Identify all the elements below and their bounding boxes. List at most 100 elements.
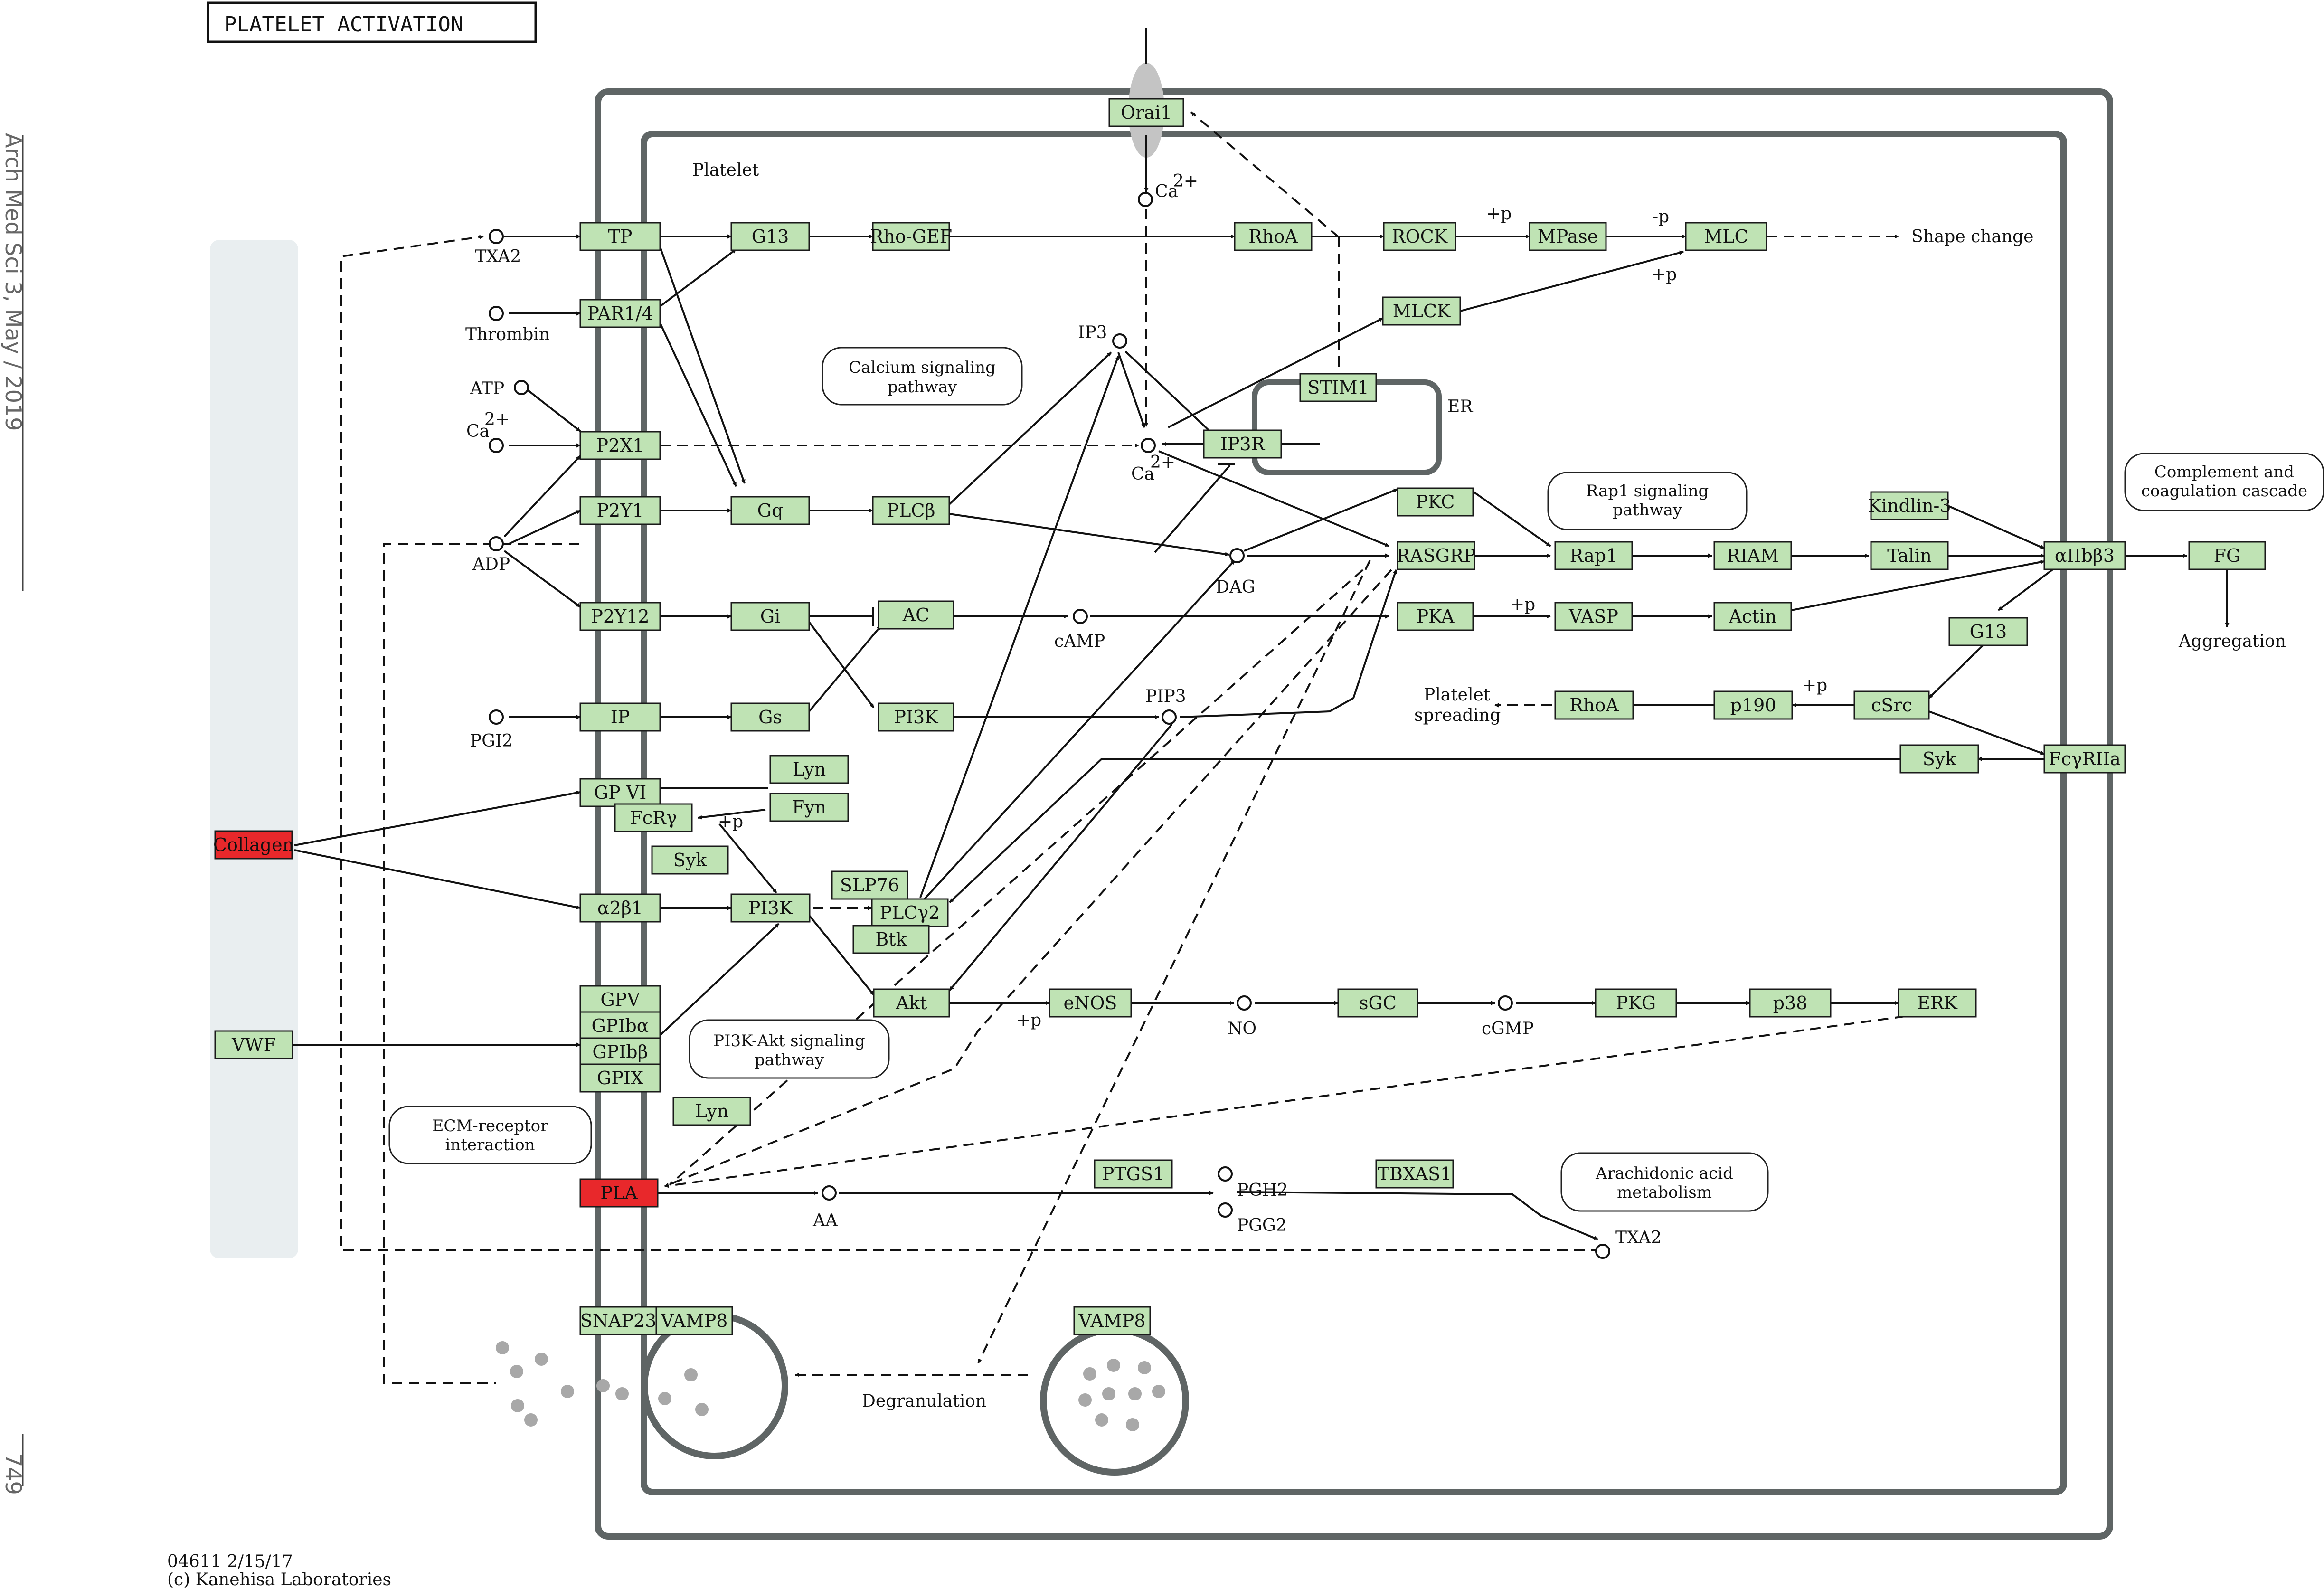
gene-akt[interactable]: Akt	[873, 988, 950, 1018]
gene-label-gs: Gs	[758, 707, 782, 728]
gene-par14[interactable]: PAR1/4	[579, 299, 661, 328]
gene-label-rock: ROCK	[1392, 226, 1448, 247]
gene-pi3k[interactable]: PI3K	[878, 702, 954, 732]
txa2-bottom-label: TXA2	[1615, 1228, 1662, 1248]
side-journal-text: Arch Med Sci 3, May / 2019	[0, 133, 26, 431]
gene-g13b[interactable]: G13	[1948, 617, 2028, 646]
gene-collagen[interactable]: Collagen	[213, 830, 294, 860]
gene-gi[interactable]: Gi	[730, 602, 810, 631]
gene-p2y1[interactable]: P2Y1	[579, 496, 661, 525]
gene-tp[interactable]: TP	[579, 222, 661, 251]
gene-riam[interactable]: RIAM	[1713, 541, 1792, 570]
gene-kindlin3[interactable]: Kindlin-3	[1868, 491, 1951, 520]
gene-talin[interactable]: Talin	[1870, 541, 1949, 570]
gene-pkc[interactable]: PKC	[1397, 487, 1474, 517]
labels: Platelet ER TXA2 Thrombin ATP Ca 2+ ADP …	[465, 161, 2286, 1411]
gene-rock[interactable]: ROCK	[1383, 222, 1456, 251]
gene-label-akt: Akt	[896, 993, 927, 1013]
gene-p38[interactable]: p38	[1749, 988, 1832, 1018]
gene-rhogef[interactable]: Rho-GEF	[870, 222, 952, 251]
shape-change-label: Shape change	[1911, 227, 2033, 246]
gene-gpix[interactable]: GPIX	[579, 1063, 661, 1093]
gene-plcy2[interactable]: PLCγ2	[871, 898, 949, 927]
gene-stim1[interactable]: STIM1	[1299, 373, 1377, 402]
gene-pla[interactable]: PLA	[579, 1178, 659, 1208]
gene-pkg[interactable]: PKG	[1595, 988, 1677, 1018]
gene-gpvi[interactable]: GP VI	[579, 778, 661, 807]
gene-ac[interactable]: AC	[878, 600, 954, 630]
gene-p190[interactable]: p190	[1713, 690, 1793, 720]
map-ecm-receptor[interactable]: ECM-receptor interaction	[388, 1106, 592, 1164]
no-label: NO	[1228, 1019, 1256, 1039]
svg-text:metabolism: metabolism	[1617, 1183, 1712, 1202]
gene-vamp8[interactable]: VAMP8	[655, 1306, 733, 1335]
gene-p2x1[interactable]: P2X1	[579, 431, 661, 460]
gene-label-plcy2: PLCγ2	[880, 902, 940, 923]
gene-gp1ba[interactable]: GPIbα	[579, 1011, 661, 1040]
gene-erk[interactable]: ERK	[1898, 988, 1977, 1018]
gene-sgc[interactable]: sGC	[1337, 988, 1418, 1018]
map-calcium-signaling[interactable]: Calcium signaling pathway	[822, 347, 1023, 406]
gene-aiib3[interactable]: αIIbβ3	[2043, 541, 2126, 570]
gene-lyn2[interactable]: Lyn	[672, 1097, 751, 1126]
gene-pi3k2[interactable]: PI3K	[730, 893, 811, 923]
gene-enos[interactable]: eNOS	[1049, 988, 1132, 1018]
gene-btk[interactable]: Btk	[852, 925, 930, 954]
gene-vasp[interactable]: VASP	[1554, 602, 1633, 631]
gene-snap23[interactable]: SNAP23	[579, 1306, 657, 1335]
gene-label-rhogef: Rho-GEF	[870, 226, 952, 247]
map-arachidonic-acid[interactable]: Arachidonic acid metabolism	[1560, 1152, 1769, 1212]
gene-label-sgc: sGC	[1359, 993, 1397, 1013]
gene-a2b1[interactable]: α2β1	[579, 893, 661, 923]
plus-p-vasp: +p	[1510, 595, 1535, 615]
gene-gp1bb[interactable]: GPIbβ	[579, 1037, 661, 1067]
gene-fg[interactable]: FG	[2188, 541, 2266, 570]
gene-ip3r[interactable]: IP3R	[1203, 429, 1282, 459]
svg-text:Rap1 signaling: Rap1 signaling	[1586, 482, 1709, 501]
gene-mpase[interactable]: MPase	[1529, 222, 1607, 251]
gene-fyn[interactable]: Fyn	[769, 793, 849, 822]
gene-vamp8b[interactable]: VAMP8	[1073, 1306, 1151, 1335]
pip3-label: PIP3	[1145, 687, 1186, 706]
gene-fcgr2a[interactable]: FcγRIIa	[2043, 744, 2126, 774]
map-rap1-signaling[interactable]: Rap1 signaling pathway	[1547, 472, 1748, 530]
gene-tbxas1[interactable]: TBXAS1	[1375, 1159, 1454, 1189]
gene-ip[interactable]: IP	[579, 702, 661, 732]
map-pi3k-akt-signaling[interactable]: PI3K-Akt signaling pathway	[689, 1019, 890, 1079]
aa-label: AA	[812, 1211, 838, 1230]
gene-syk2[interactable]: Syk	[651, 845, 729, 875]
released-granules	[496, 1341, 709, 1427]
map-complement-coagulation[interactable]: Complement and coagulation cascade	[2124, 453, 2324, 511]
gene-rap1[interactable]: Rap1	[1554, 541, 1633, 570]
footer-copyright: (c) Kanehisa Laboratories	[167, 1570, 391, 1589]
svg-text:interaction: interaction	[445, 1135, 535, 1154]
gene-label-slp76: SLP76	[840, 875, 899, 896]
gene-pka[interactable]: PKA	[1397, 602, 1474, 631]
gene-label-collagen: Collagen	[213, 834, 294, 855]
gene-fcry[interactable]: FcRγ	[614, 803, 693, 832]
gene-vwf[interactable]: VWF	[214, 1030, 293, 1059]
gene-rhoa[interactable]: RhoA	[1234, 222, 1313, 251]
gene-mlc[interactable]: MLC	[1685, 222, 1767, 251]
gene-label-pi3k2: PI3K	[748, 898, 793, 918]
gene-syk[interactable]: Syk	[1899, 744, 1979, 774]
gene-g13[interactable]: G13	[730, 222, 810, 251]
gene-gq[interactable]: Gq	[730, 496, 810, 525]
gene-ptgs1[interactable]: PTGS1	[1094, 1159, 1173, 1189]
gene-lyn[interactable]: Lyn	[769, 755, 849, 784]
gene-slp76[interactable]: SLP76	[831, 870, 908, 900]
gene-orai1[interactable]: Orai1	[1108, 98, 1184, 127]
gene-label-vamp8: VAMP8	[661, 1310, 728, 1331]
gene-gs[interactable]: Gs	[730, 702, 810, 732]
gene-rasgrp[interactable]: RASGRP	[1397, 541, 1476, 570]
gene-csrc[interactable]: cSrc	[1853, 690, 1930, 720]
gene-rhoa2[interactable]: RhoA	[1554, 690, 1634, 720]
gene-label-p190: p190	[1730, 695, 1776, 716]
gene-plcb[interactable]: PLCβ	[872, 496, 950, 525]
gene-mlck[interactable]: MLCK	[1382, 296, 1461, 326]
gene-actin[interactable]: Actin	[1713, 602, 1792, 631]
gene-label-gpix: GPIX	[597, 1068, 643, 1088]
gene-gpv[interactable]: GPV	[579, 985, 661, 1014]
gene-label-p2y12: P2Y12	[591, 606, 649, 627]
gene-p2y12[interactable]: P2Y12	[579, 602, 661, 631]
